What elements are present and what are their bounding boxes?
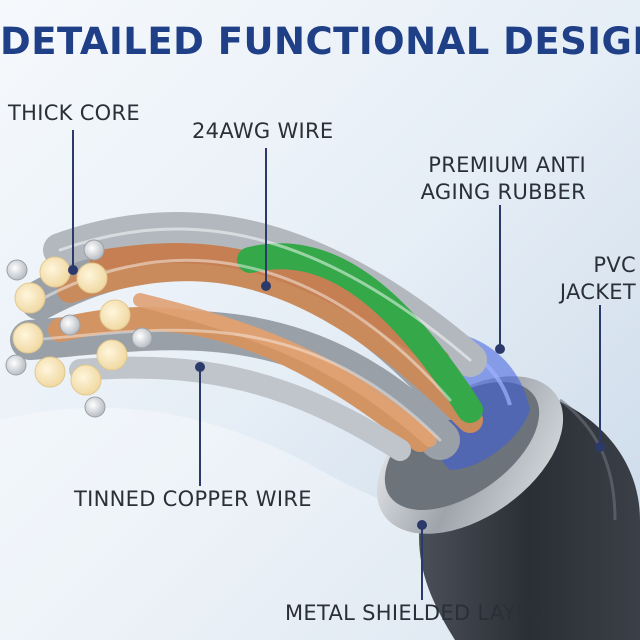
wire-bundle xyxy=(10,211,487,461)
leader-dot-24awg xyxy=(261,281,271,291)
leader-dot-pvc xyxy=(595,442,605,452)
leader-lines xyxy=(68,130,605,600)
label-rubber-line2: AGING RUBBER xyxy=(420,180,586,204)
label-24awg-wire-text: 24AWG WIRE xyxy=(192,119,334,143)
label-thick-core-text: THICK CORE xyxy=(8,101,140,125)
label-pvc-line2: JACKET xyxy=(559,280,636,304)
cross-section-ends xyxy=(5,239,153,418)
label-tinned-copper-wire: TINNED COPPER WIRE xyxy=(74,486,312,513)
label-24awg-wire: 24AWG WIRE xyxy=(192,118,333,145)
label-rubber-line1: PREMIUM ANTI xyxy=(428,153,586,177)
leader-dot-rubber xyxy=(495,344,505,354)
label-pvc-line1: PVC xyxy=(593,253,636,277)
label-thick-core: THICK CORE xyxy=(8,100,140,127)
label-metal-shielded-layer: METAL SHIELDED LAYER xyxy=(285,600,545,627)
leader-dot-thick-core xyxy=(68,265,78,275)
leader-dot-tinned-copper xyxy=(195,362,205,372)
label-pvc-jacket: PVC JACKET xyxy=(560,252,636,306)
label-metal-shield-text: METAL SHIELDED LAYER xyxy=(285,601,545,625)
label-rubber: PREMIUM ANTI AGING RUBBER xyxy=(421,152,586,206)
pvc-jacket xyxy=(419,395,640,640)
leader-dot-metal-shield xyxy=(417,520,427,530)
label-tinned-copper-text: TINNED COPPER WIRE xyxy=(74,487,312,511)
page-title: DETAILED FUNCTIONAL DESIGN xyxy=(0,20,640,63)
